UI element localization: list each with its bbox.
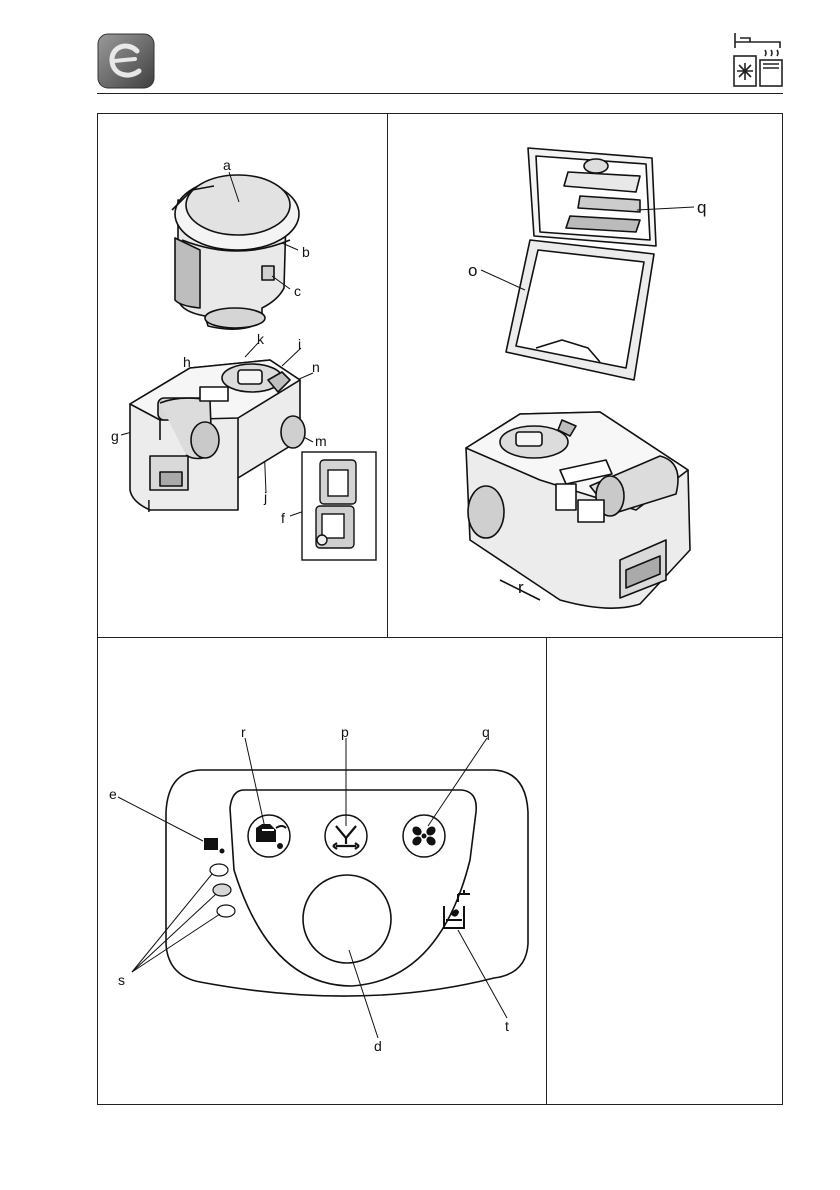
label-k: k (257, 332, 264, 346)
label-i: i (298, 337, 301, 351)
label-d: d (374, 1039, 382, 1053)
label-r: r (241, 725, 246, 739)
label-r-top: r (518, 579, 524, 596)
label-h: h (183, 355, 191, 369)
label-g: g (111, 429, 119, 443)
label-e: e (109, 787, 117, 801)
label-o: o (468, 262, 477, 279)
label-q-top: q (697, 199, 706, 216)
label-p: p (341, 725, 349, 739)
label-j: j (264, 490, 267, 504)
label-m: m (315, 434, 327, 448)
label-f: f (281, 511, 285, 525)
label-l: l (147, 498, 151, 515)
label-t: t (505, 1019, 509, 1033)
label-a: a (223, 158, 231, 172)
label-b: b (302, 245, 310, 259)
label-s: s (118, 973, 125, 987)
label-c: c (294, 284, 301, 298)
label-n: n (312, 360, 320, 374)
label-q: q (482, 725, 490, 739)
